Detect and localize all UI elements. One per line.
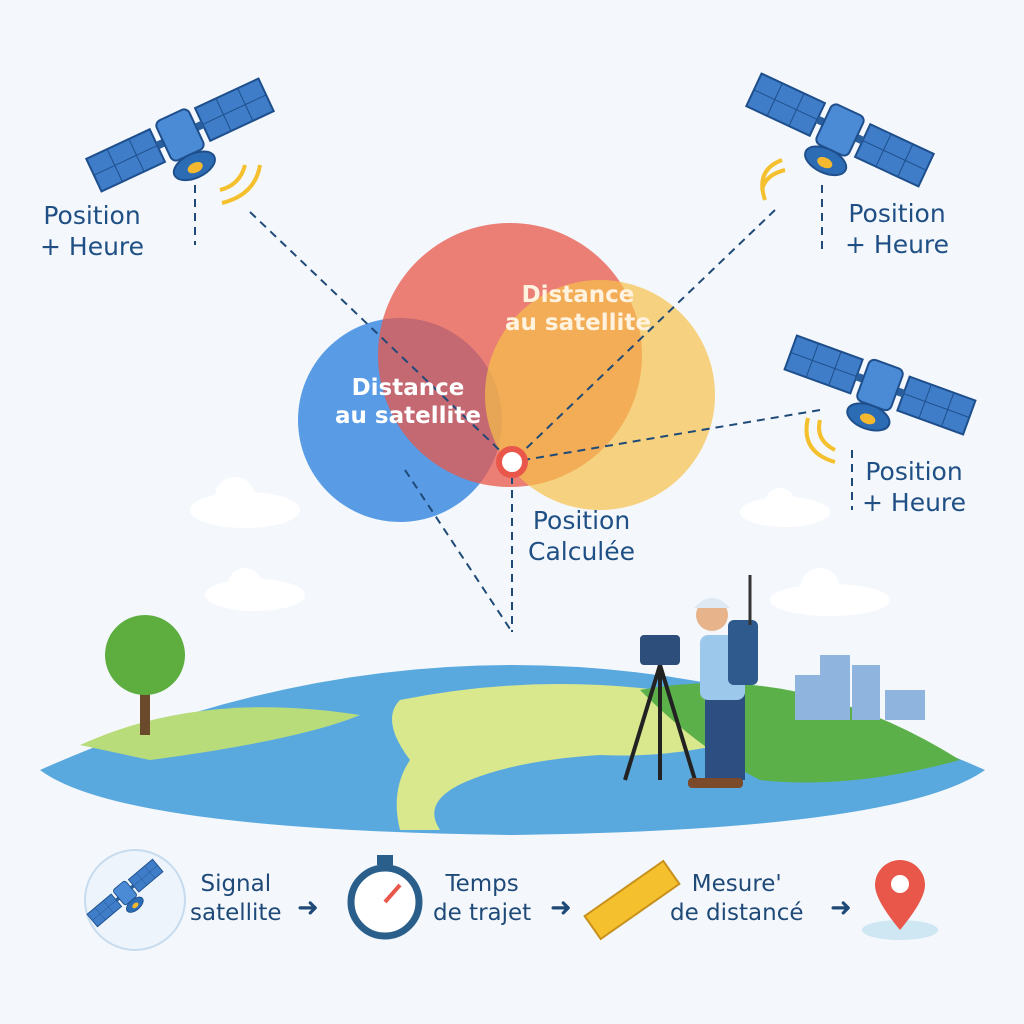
signal-waves bbox=[219, 158, 836, 464]
clouds bbox=[190, 477, 890, 616]
satellite-icon bbox=[83, 73, 287, 218]
signal-lines bbox=[194, 185, 853, 633]
tree bbox=[140, 665, 150, 735]
arrow-icon: ➜ bbox=[830, 893, 852, 923]
satellite-label: Position+ Heure bbox=[845, 199, 950, 259]
satellite-icon bbox=[773, 330, 978, 462]
arrow-icon: ➜ bbox=[550, 893, 572, 923]
step-distance-label: Mesure'de distancé bbox=[670, 871, 804, 926]
satellite-label: Position+ Heure bbox=[862, 457, 967, 517]
location-pin-icon bbox=[862, 860, 938, 940]
satellite-label: Position+ Heure bbox=[40, 201, 145, 261]
distance-circle-yellow bbox=[485, 280, 715, 510]
arrow-icon: ➜ bbox=[297, 893, 319, 923]
ruler-icon bbox=[583, 859, 681, 941]
surveyor-with-tripod bbox=[623, 575, 758, 788]
stopwatch-icon bbox=[347, 855, 423, 940]
calculated-position-marker bbox=[496, 446, 528, 478]
city-buildings bbox=[795, 655, 925, 720]
